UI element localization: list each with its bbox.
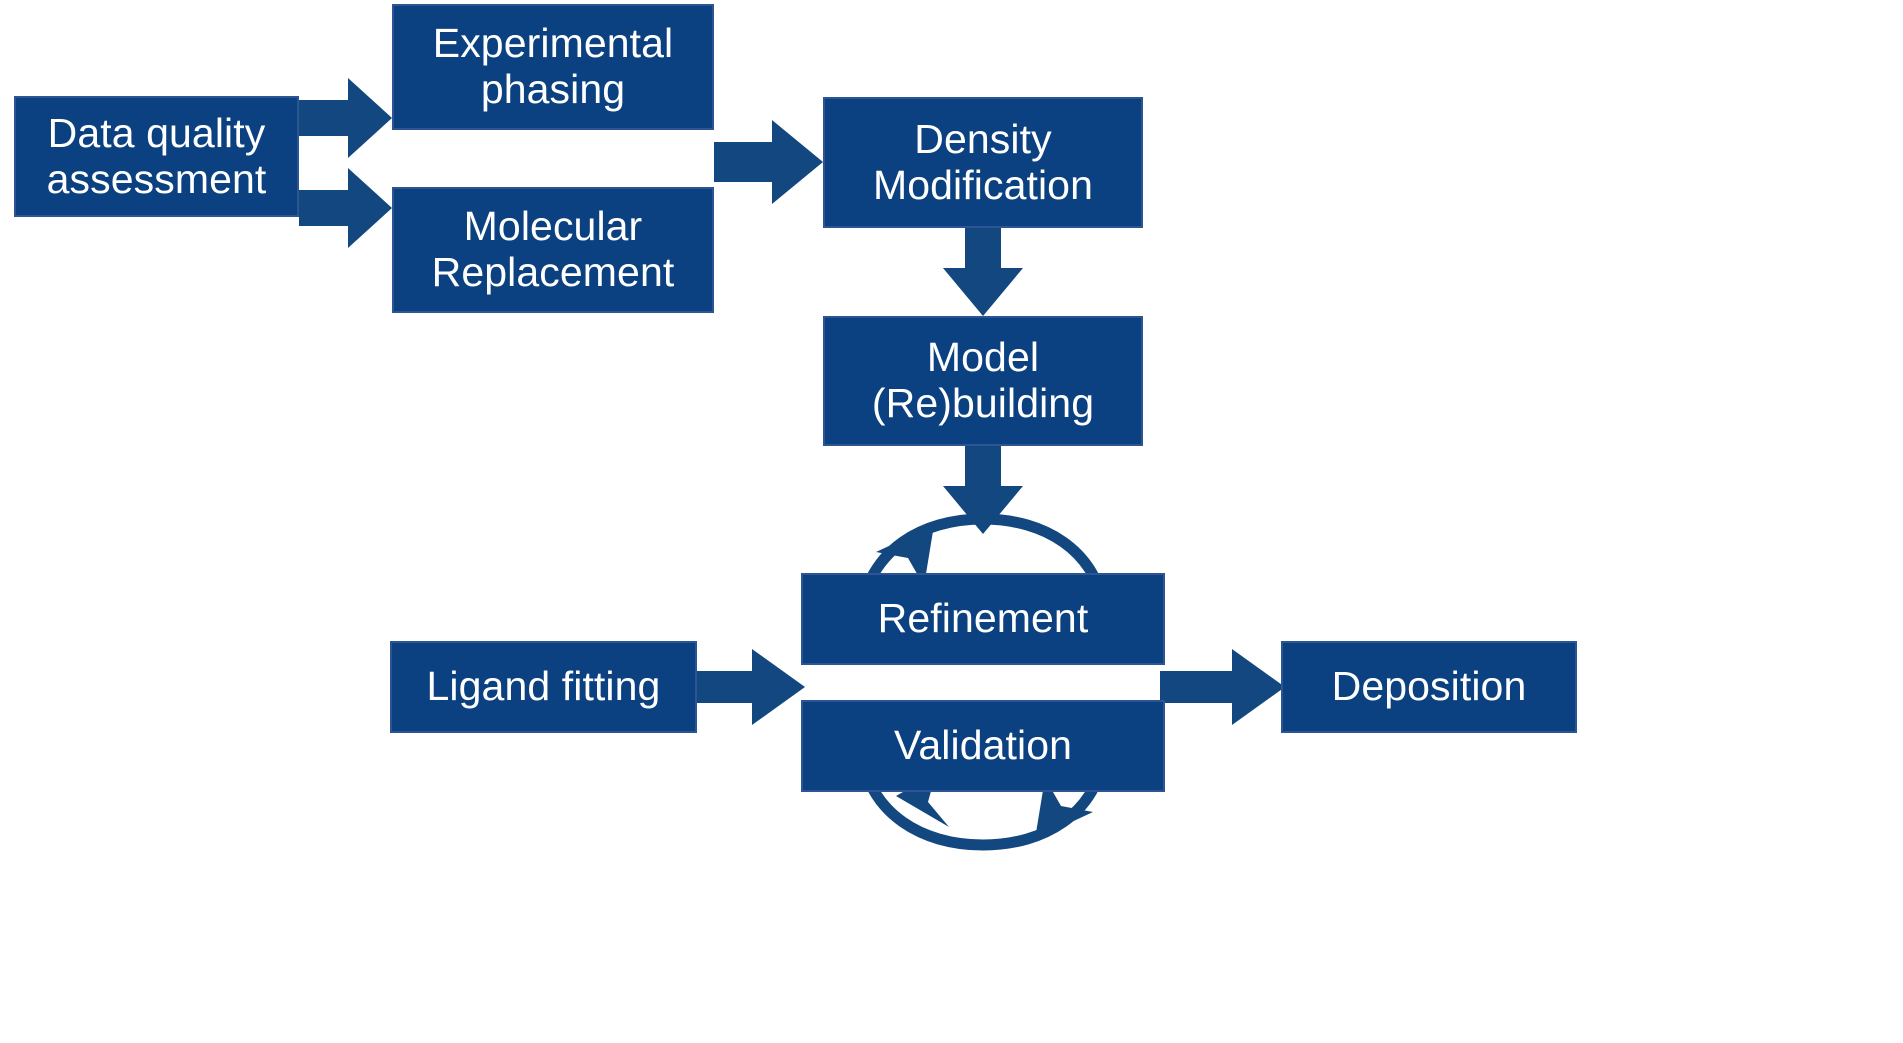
node-deposition[interactable]: Deposition	[1281, 641, 1577, 733]
arrow-phasing-to-density	[714, 120, 823, 204]
arrow-model-to-cycle	[943, 446, 1023, 534]
node-data-quality-assessment[interactable]: Data quality assessment	[14, 96, 299, 217]
arrow-data-quality-to-molecular	[299, 168, 392, 248]
node-molecular-replacement[interactable]: Molecular Replacement	[392, 187, 714, 313]
node-experimental-phasing[interactable]: Experimental phasing	[392, 4, 714, 130]
node-model-rebuilding[interactable]: Model (Re)building	[823, 316, 1143, 446]
node-density-modification[interactable]: Density Modification	[823, 97, 1143, 228]
arrow-density-to-model	[943, 228, 1023, 316]
node-refinement[interactable]: Refinement	[801, 573, 1165, 665]
node-ligand-fitting[interactable]: Ligand fitting	[390, 641, 697, 733]
node-validation[interactable]: Validation	[801, 700, 1165, 792]
arrow-data-quality-to-experimental	[299, 78, 392, 158]
arrow-ligand-to-cycle	[697, 649, 805, 725]
arrow-cycle-to-deposition	[1160, 649, 1285, 725]
